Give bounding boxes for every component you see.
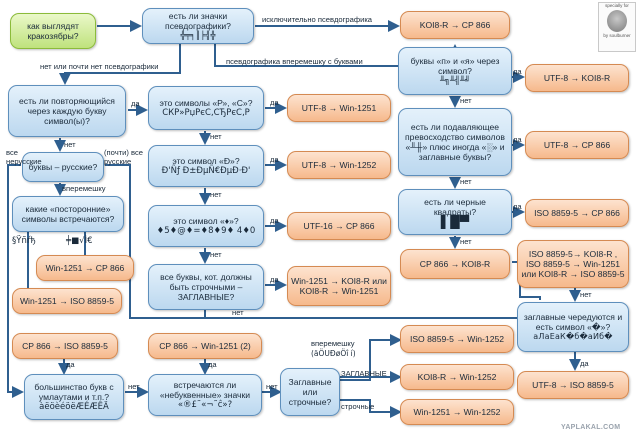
question-russian: буквы – русские? <box>22 152 104 182</box>
case-mixed-sample: (äÖUÐøÖî í) <box>311 349 356 358</box>
question-case: Заглавные или строчные? <box>280 368 340 416</box>
question-d: это символ «Ð»? Ð'Ñƒ Ð±ÐµÑ€ÐµÐ·Ð' <box>148 145 264 187</box>
edge-label-almost-russian: (почти) все русские <box>104 148 143 166</box>
watermark: YAPLAKAL.COM <box>561 424 621 431</box>
answer-iso-win1252: ISO 8859-5 → Win-1252 <box>400 325 514 353</box>
question-diamond: это символ «♦»? ♦5♦@♦=♦8♦9♦ 4♦0 <box>148 205 264 247</box>
edge-label-no-black: нет <box>460 237 472 246</box>
start-node: как выглядят кракозябры? <box>10 13 96 49</box>
edge-russian-umlaut <box>7 164 24 398</box>
edge-label-no-umlaut: нет <box>128 382 140 391</box>
edge-russian-upper <box>105 164 205 319</box>
edge-label-no-dom: нет <box>460 177 472 186</box>
edge-label-yes-dom: да <box>513 135 522 144</box>
answer-cp866-win1251-2: CP 866 → Win-1251 (2) <box>148 333 262 359</box>
foreign-sample-left: §Ÿñŕђ <box>12 236 36 246</box>
edge-label-upper-case: ЗАГЛАВНЫЕ <box>341 369 387 378</box>
question-r-s: это символы «Р», «С»? СКР»РџРєС‚СЂРєС‚Р <box>148 86 264 130</box>
answer-utf8-iso: UTF-8 → ISO 8859-5 <box>517 371 629 399</box>
author-logo: specially for by soulburner <box>598 2 636 52</box>
edge-label-no-pn: нет <box>460 96 472 105</box>
edge-label-no-upper: нет <box>232 308 244 317</box>
edge-label-no-pseudo: нет или почти нет псевдографики <box>40 62 159 71</box>
answer-win1251-cp866: Win-1251 → CP 866 <box>36 255 134 281</box>
edge-label-yes-repeat: да <box>131 99 140 108</box>
edge-label-no-isomulti: нет <box>580 290 592 299</box>
avatar <box>607 10 627 32</box>
answer-utf16-cp866: UTF-16 → CP 866 <box>287 212 391 240</box>
question-foreign-symbols: какие «посторонние» символы встречаются? <box>12 196 124 232</box>
edge-label-mixed-case: вперемешку <box>311 339 355 348</box>
answer-koi8r-cp866: KOI8-R → CP 866 <box>400 11 510 39</box>
answer-utf8-cp866: UTF-8 → CP 866 <box>525 131 629 159</box>
answer-koi8r-win1252: KOI8-R → Win-1252 <box>400 364 514 390</box>
edge-label-yes-interleave: да <box>580 359 589 368</box>
question-repeating: есть ли повторяющийся через каждую букву… <box>8 85 126 137</box>
edge-label-all-non-russian: все нерусские <box>6 148 42 166</box>
edge-label-mixed-pseudo: псевдографика вперемешку с буквами <box>226 57 363 66</box>
answer-utf8-win1252: UTF-8 → Win-1252 <box>287 151 391 179</box>
edge-label-no-nonletter: нет <box>266 382 278 391</box>
question-pseudographics: есть ли значки псевдографики? ╬╤╕║╞╣╬ <box>142 8 254 44</box>
edge-pseudo-repeat <box>59 44 181 85</box>
edge-label-yes-d: да <box>270 155 279 164</box>
edge-label-mixed-russian: вперемешку <box>62 184 106 193</box>
answer-cp866-koi8r: CP 866 → KOI8-R <box>400 249 510 279</box>
question-interleave: заглавные чередуются и есть символ «�»? … <box>517 302 629 352</box>
edge-case-win <box>340 399 402 418</box>
answer-win1251-koi8r: Win-1251 → KOI8-R или KOI8-R → Win-1251 <box>287 266 391 306</box>
question-umlauts: большинство букв с умлаутами и т.п.? àëö… <box>24 374 124 420</box>
edge-label-no-repeat: нет <box>64 140 76 149</box>
question-dominance: есть ли подавляющее превосходство символ… <box>398 108 512 176</box>
edge-label-only-pseudo: исключительно псевдографика <box>262 15 373 24</box>
edge-label-no-diamond: нет <box>210 250 222 259</box>
answer-utf8-koi8r: UTF-8 → KOI8-R <box>525 64 629 92</box>
edge-label-yes-umlaut: да <box>66 360 75 369</box>
answer-utf8-win1251: UTF-8 → Win-1251 <box>287 94 391 122</box>
edge-label-yes-upper: да <box>270 275 279 284</box>
edge-label-yes-nonletter: да <box>208 360 217 369</box>
question-uppercase: все буквы, кот. должны быть строчными – … <box>148 264 264 310</box>
answer-iso-cp866: ISO 8859-5 → CP 866 <box>525 199 629 227</box>
answer-win1251-win1252: Win-1251 → Win-1252 <box>400 399 514 425</box>
edge-case-iso <box>340 334 402 381</box>
edge-label-yes-diamond: да <box>270 216 279 225</box>
answer-cp866-iso: CP 866 → ISO 8859-5 <box>12 333 118 359</box>
edge-label-yes-pn: да <box>513 67 522 76</box>
answer-iso-multiple: ISO 8859-5→ KOI8-R , ISO 8859-5 → Win-12… <box>517 240 629 288</box>
edge-label-yes-black: да <box>513 202 522 211</box>
edge-label-no-d: нет <box>210 190 222 199</box>
question-p-ya: буквы «п» и «я» через символ? ╨╗╨╣╨╝ <box>398 47 512 95</box>
edge-label-no-rs: нет <box>210 132 222 141</box>
question-nonletter: встречаются ли «небуквенные» значки «®£˜… <box>148 374 262 416</box>
foreign-sample-right: ╪■√Ì€ <box>66 236 93 246</box>
edge-label-yes-rs: да <box>270 98 279 107</box>
answer-win1251-iso: Win-1251 → ISO 8859-5 <box>12 288 122 314</box>
edge-label-lower-case: строчные <box>341 402 375 411</box>
question-black-squares: есть ли черные квадраты? ▌█▀ <box>398 189 512 235</box>
